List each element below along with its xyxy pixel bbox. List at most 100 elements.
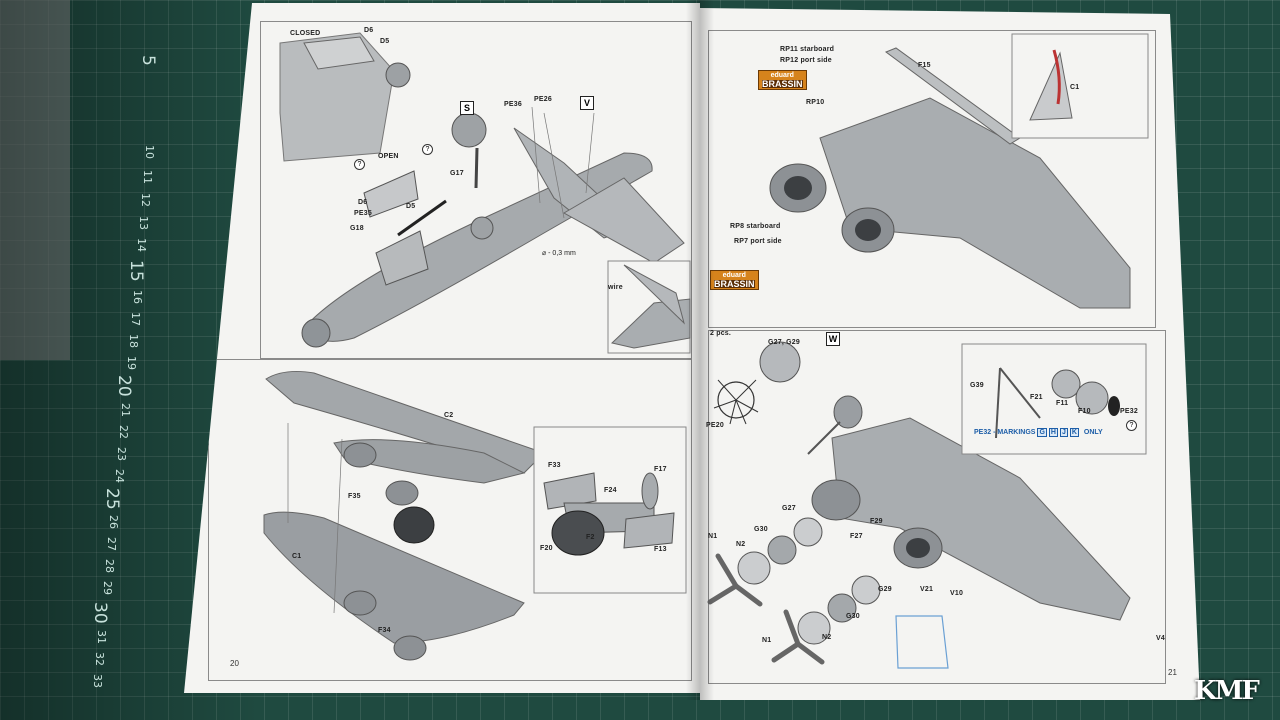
part-label: RP7 port side bbox=[734, 238, 782, 245]
instruction-booklet: CLOSED D6 D5 OPEN D6 PE35 D5 G18 G17 PE3… bbox=[184, 0, 1214, 705]
part-label: C1 bbox=[1070, 84, 1080, 91]
ruler-number: 5 bbox=[138, 55, 158, 66]
part-label: C1 bbox=[292, 553, 302, 560]
part-label: RP11 starboard bbox=[780, 46, 835, 53]
page-number: 21 bbox=[1168, 668, 1177, 677]
ruler-number: 24 bbox=[113, 469, 126, 483]
help-icon: ? bbox=[422, 144, 433, 155]
markings-text: PE32 - MARKINGS bbox=[974, 429, 1036, 436]
part-label: F17 bbox=[654, 466, 667, 473]
part-label: N2 bbox=[822, 634, 832, 641]
ruler-number: 32 bbox=[93, 652, 106, 666]
book-gutter bbox=[686, 0, 714, 700]
ruler-number: 11 bbox=[141, 170, 154, 184]
part-label: G17 bbox=[450, 170, 464, 177]
ruler-number: 10 bbox=[143, 145, 156, 159]
part-label: F2 bbox=[586, 534, 595, 541]
part-label: PE20 bbox=[706, 422, 724, 429]
part-label: N1 bbox=[708, 533, 717, 540]
part-label: F21 bbox=[1030, 394, 1043, 401]
part-label: wire bbox=[608, 284, 623, 291]
part-label: N2 bbox=[736, 541, 746, 548]
step-frame-lower bbox=[208, 359, 692, 681]
part-label: F15 bbox=[918, 62, 931, 69]
part-label: N1 bbox=[762, 637, 772, 644]
left-page: CLOSED D6 D5 OPEN D6 PE35 D5 G18 G17 PE3… bbox=[184, 3, 700, 693]
part-label: PE26 bbox=[534, 96, 552, 103]
step-marker-s: S bbox=[460, 101, 474, 115]
ruler-number: 19 bbox=[125, 356, 138, 370]
part-label: RP12 port side bbox=[780, 57, 832, 64]
part-label: F34 bbox=[378, 627, 391, 634]
part-label: F20 bbox=[540, 545, 553, 552]
step-frame-lower-right bbox=[708, 330, 1166, 684]
ruler-number: 25 bbox=[102, 488, 122, 510]
step-marker-w: W bbox=[826, 332, 840, 346]
part-label: V4 bbox=[1156, 635, 1165, 642]
part-label: CLOSED bbox=[290, 30, 321, 37]
part-label: PE35 bbox=[354, 210, 372, 217]
ruler-number: 22 bbox=[117, 425, 130, 439]
part-label: V10 bbox=[950, 590, 964, 597]
ruler-number: 20 bbox=[114, 375, 134, 397]
part-label: G18 bbox=[350, 225, 364, 232]
part-label: G39 bbox=[970, 382, 984, 389]
ruler-number: 16 bbox=[131, 290, 144, 304]
right-page: RP11 starboard RP12 port side RP10 F15 C… bbox=[700, 8, 1200, 700]
part-label: OPEN bbox=[378, 153, 399, 160]
ruler-number: 28 bbox=[103, 559, 116, 573]
part-label: F10 bbox=[1078, 408, 1091, 415]
part-label: G27 bbox=[782, 505, 796, 512]
part-label: D5 bbox=[406, 203, 416, 210]
part-label: F27 bbox=[850, 533, 863, 540]
part-label: D6 bbox=[358, 199, 368, 206]
help-icon: ? bbox=[354, 159, 365, 170]
part-label: F33 bbox=[548, 462, 561, 469]
markings-suffix: ONLY bbox=[1083, 429, 1103, 436]
ruler-number: 18 bbox=[127, 334, 140, 348]
part-label: V21 bbox=[920, 586, 934, 593]
part-label: RP10 bbox=[806, 99, 825, 106]
part-label: G30 bbox=[754, 526, 768, 533]
part-label: G30 bbox=[846, 613, 860, 620]
part-label: F24 bbox=[604, 487, 617, 494]
part-label: G27, G29 bbox=[768, 339, 800, 346]
drill-note: ⌀ - 0,3 mm bbox=[542, 250, 576, 257]
ruler-number: 26 bbox=[107, 515, 120, 529]
part-label: D6 bbox=[364, 27, 374, 34]
step-frame-upper-right bbox=[708, 30, 1156, 328]
ruler-number: 12 bbox=[139, 193, 152, 207]
step-marker-v: V bbox=[580, 96, 594, 110]
kmf-watermark-logo: KMF bbox=[1194, 676, 1260, 706]
ruler-number: 30 bbox=[90, 602, 110, 624]
ruler-number: 17 bbox=[129, 312, 142, 326]
part-label: PE36 bbox=[504, 101, 522, 108]
part-label: D5 bbox=[380, 38, 390, 45]
background-paper bbox=[0, 0, 70, 360]
part-label: RP8 starboard bbox=[730, 223, 781, 230]
fuselage-drawing bbox=[279, 32, 691, 354]
ruler-number: 33 bbox=[91, 674, 104, 688]
wing-drawing-right bbox=[707, 33, 1149, 669]
part-label: F13 bbox=[654, 546, 667, 553]
ruler-number: 14 bbox=[135, 238, 148, 252]
help-icon: ? bbox=[1126, 420, 1137, 431]
ruler-number: 21 bbox=[119, 403, 132, 417]
part-label: F11 bbox=[1056, 400, 1069, 407]
part-label: 2 pcs. bbox=[710, 330, 732, 337]
ruler-number: 15 bbox=[126, 260, 146, 282]
part-label: F35 bbox=[348, 493, 361, 500]
ruler-number: 27 bbox=[105, 537, 118, 551]
ruler-number: 23 bbox=[115, 447, 128, 461]
part-label: F29 bbox=[870, 518, 883, 525]
ruler-number: 31 bbox=[95, 630, 108, 644]
ruler-number: 29 bbox=[101, 581, 114, 595]
part-label: G29 bbox=[878, 586, 892, 593]
page-number: 20 bbox=[230, 659, 239, 668]
wing-drawing-left bbox=[263, 371, 687, 661]
step-frame-upper bbox=[260, 21, 692, 359]
part-label: C2 bbox=[444, 412, 454, 419]
